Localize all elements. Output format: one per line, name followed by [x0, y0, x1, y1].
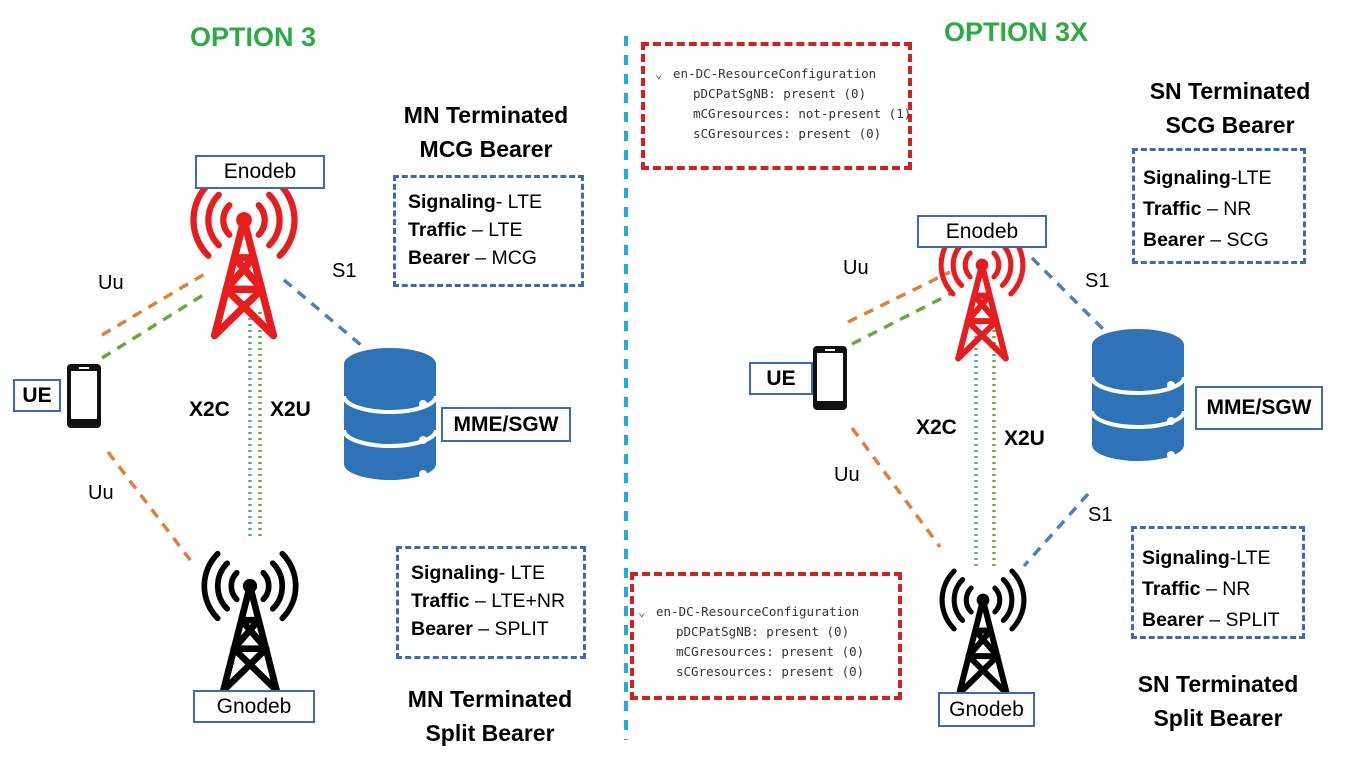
opt3-ue-smartphone-icon — [67, 364, 101, 428]
opt3x-s1-top-label: S1 — [1085, 270, 1110, 292]
opt3-split-title-line1: MN Terminated — [407, 686, 573, 712]
opt3-s1-label: S1 — [332, 260, 357, 282]
opt3x-enodeb-tower-icon — [941, 236, 1023, 358]
opt3-uu-green-link — [101, 290, 209, 360]
opt3-uu-bottom-label: Uu — [88, 482, 114, 504]
info-row-traffic: Traffic – LTE+NR — [411, 590, 566, 612]
opt3x-code-top: ⌄en-DC-ResourceConfiguration pDCPatSgNB:… — [641, 42, 912, 170]
info-row-bearer: Bearer – MCG — [408, 247, 537, 269]
opt3x-gnodeb-tower-icon — [942, 571, 1024, 693]
option3x-title: OPTION 3X — [944, 17, 1089, 47]
opt3x-links — [847, 256, 1110, 568]
opt3-x2c-label: X2C — [189, 398, 230, 421]
opt3-mcg-title-line1: MN Terminated — [403, 102, 569, 128]
chevron-down-icon: ⌄ — [655, 66, 663, 81]
opt3x-uu-bottom-link — [850, 426, 942, 549]
opt3x-mme-database-icon — [1090, 327, 1186, 463]
opt3-uu-top-label: Uu — [98, 272, 124, 294]
opt3-mme-database-icon — [342, 346, 438, 482]
opt3-x2u-label: X2U — [270, 398, 311, 421]
info-row-traffic: Traffic – LTE — [408, 219, 523, 241]
opt3x-mme-label: MME/SGW — [1195, 386, 1323, 430]
opt3x-scg-title-line1: SN Terminated — [1149, 78, 1311, 104]
opt3x-split-title-line2: Split Bearer — [1153, 705, 1283, 731]
opt3-uu-bottom-link — [106, 450, 196, 567]
opt3-split-title-line2: Split Bearer — [425, 720, 555, 746]
code-bottom-line-1: pDCPatSgNB: present (0) — [676, 624, 850, 639]
code-bottom-line-3: sCGresources: present (0) — [676, 664, 865, 679]
info-row-traffic: Traffic – NR — [1142, 578, 1251, 600]
opt3x-uu-green-link — [851, 290, 955, 346]
opt3-mme-label: MME/SGW — [441, 407, 571, 442]
opt3x-scg-title-line2: SCG Bearer — [1165, 112, 1295, 138]
opt3x-enodeb-label: Enodeb — [917, 215, 1047, 248]
opt3-enodeb-label: Enodeb — [195, 155, 325, 189]
code-bottom-line-2: mCGresources: present (0) — [676, 644, 865, 659]
opt3-gnodeb-tower-icon — [204, 554, 295, 691]
opt3-ue-label: UE — [13, 379, 61, 412]
opt3x-uu-bottom-label: Uu — [834, 464, 860, 486]
opt3-mcg-info-box: Signaling- LTE Traffic – LTE Bearer – MC… — [393, 175, 584, 287]
opt3x-ue-smartphone-icon — [813, 346, 847, 410]
opt3x-split-title-line1: SN Terminated — [1137, 671, 1299, 697]
chevron-down-icon: ⌄ — [638, 604, 646, 619]
opt3x-split-info-box: Signaling-LTE Traffic – NR Bearer – SPLI… — [1131, 526, 1305, 639]
code-bottom-header[interactable]: ⌄en-DC-ResourceConfiguration — [638, 602, 890, 622]
code-top-header[interactable]: ⌄en-DC-ResourceConfiguration — [655, 64, 898, 84]
opt3x-scg-info-box: Signaling-LTE Traffic – NR Bearer – SCG — [1132, 148, 1306, 264]
info-row-signaling: Signaling- LTE — [411, 562, 545, 584]
info-row-traffic: Traffic – NR — [1143, 198, 1252, 220]
opt3x-s1-bottom-label: S1 — [1088, 504, 1113, 526]
opt3-links — [101, 270, 364, 567]
info-row-signaling: Signaling-LTE — [1142, 547, 1271, 569]
info-row-signaling: Signaling- LTE — [408, 191, 542, 213]
opt3-mcg-title-line2: MCG Bearer — [419, 136, 553, 162]
opt3x-s1-bottom-link — [1022, 492, 1090, 568]
opt3-mcg-bearer-title: MN Terminated MCG Bearer — [388, 98, 584, 166]
info-row-bearer: Bearer – SPLIT — [1142, 609, 1280, 631]
opt3x-gnodeb-label: Gnodeb — [938, 692, 1035, 727]
info-row-bearer: Bearer – SCG — [1143, 229, 1269, 251]
code-top-line-1: pDCPatSgNB: present (0) — [693, 86, 867, 101]
opt3-enodeb-tower-icon — [193, 184, 294, 335]
opt3-uu-orange-link — [101, 270, 209, 337]
code-top-line-3: sCGresources: present (0) — [693, 126, 882, 141]
opt3x-code-bottom: ⌄en-DC-ResourceConfiguration pDCPatSgNB:… — [630, 572, 902, 700]
info-row-bearer: Bearer – SPLIT — [411, 618, 549, 640]
opt3-split-info-box: Signaling- LTE Traffic – LTE+NR Bearer –… — [396, 546, 586, 659]
opt3-gnodeb-label: Gnodeb — [193, 690, 315, 723]
opt3x-ue-label: UE — [749, 362, 813, 395]
option3-title: OPTION 3 — [190, 22, 317, 52]
opt3-split-bearer-title: MN Terminated Split Bearer — [388, 682, 592, 750]
opt3x-uu-orange-link — [847, 270, 951, 324]
code-top-line-2: mCGresources: not-present (1) — [693, 106, 912, 121]
opt3x-split-bearer-title: SN Terminated Split Bearer — [1118, 667, 1318, 735]
opt3x-x2u-label: X2U — [1004, 427, 1045, 450]
opt3x-scg-bearer-title: SN Terminated SCG Bearer — [1132, 74, 1328, 142]
opt3x-x2c-label: X2C — [916, 416, 957, 439]
info-row-signaling: Signaling-LTE — [1143, 167, 1272, 189]
opt3x-uu-top-label: Uu — [843, 257, 869, 279]
opt3-s1-link — [282, 278, 364, 348]
